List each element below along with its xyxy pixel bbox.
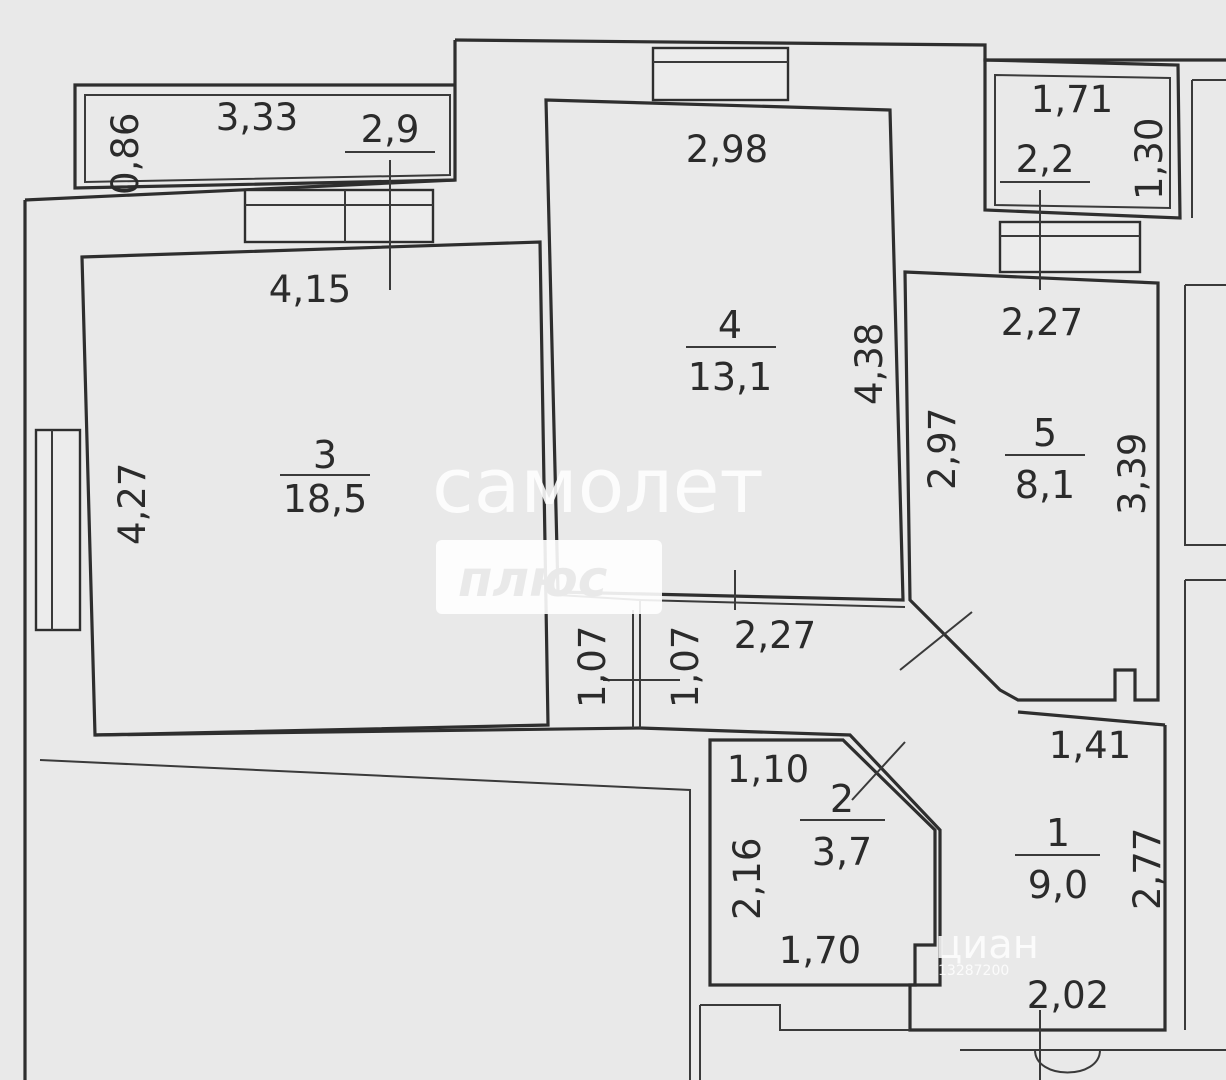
dim-room3-depth: 4,27 — [111, 463, 154, 545]
dim-loggia-area: 2,9 — [361, 108, 420, 151]
dim-bath-bottom: 1,70 — [779, 929, 861, 972]
dim-loggia-length: 3,33 — [216, 96, 298, 139]
window-room4-top — [651, 46, 790, 102]
dim-balcony-area: 2,2 — [1016, 138, 1075, 181]
room-4-number: 4 — [718, 303, 742, 347]
dim-room5-depth-right: 3,39 — [1111, 433, 1154, 515]
room-2-label: 2 3,7 — [800, 777, 885, 874]
room-2-number: 2 — [830, 777, 854, 821]
watermark: самолет плюс — [432, 441, 764, 614]
dim-hall-depth: 2,77 — [1126, 828, 1169, 910]
dim-balcony-depth: 1,30 — [1128, 118, 1171, 200]
dim-room3-width: 4,15 — [269, 268, 351, 311]
dim-room4-depth: 4,38 — [848, 323, 891, 405]
dim-loggia-depth: 0,86 — [104, 113, 147, 195]
cian-logo: циан — [935, 922, 1039, 968]
room-1-label: 1 9,0 — [1015, 811, 1100, 907]
room-1-area: 9,0 — [1028, 863, 1088, 907]
dim-bath-left: 2,16 — [726, 838, 769, 920]
windows — [34, 46, 1142, 632]
window-room3-top — [243, 188, 435, 244]
room-5-number: 5 — [1033, 411, 1057, 455]
dimension-labels: 0,86 3,33 2,9 4,15 4,27 2,98 4,38 2,27 2… — [104, 78, 1171, 1017]
room-5-label: 5 8,1 — [1005, 411, 1085, 507]
watermark-line2: плюс — [458, 550, 608, 608]
room-3-label: 3 18,5 — [280, 433, 370, 521]
window-room3-left — [34, 428, 82, 632]
room-4-area: 13,1 — [688, 355, 773, 399]
dim-hall-width-bottom: 2,02 — [1027, 974, 1109, 1017]
dim-room5-depth-left: 2,97 — [921, 408, 964, 490]
watermark-line1: самолет — [432, 441, 764, 530]
window-room5-top — [998, 220, 1142, 274]
room-3-area: 18,5 — [283, 477, 368, 521]
dim-room4-width: 2,98 — [686, 128, 768, 171]
door-marks — [389, 160, 1041, 1080]
watermark-box — [436, 540, 662, 614]
room-3-number: 3 — [313, 433, 337, 477]
cian-watermark: циан 13287200 — [935, 922, 1039, 979]
cian-id: 13287200 — [938, 963, 1009, 979]
dim-bath-top: 1,10 — [727, 748, 809, 791]
walls — [23, 38, 1226, 1080]
dim-room5-width: 2,27 — [1001, 301, 1083, 344]
room-2-area: 3,7 — [812, 830, 872, 874]
dim-passage-left: 1,07 — [571, 626, 614, 708]
dim-hall-width-top: 1,41 — [1049, 724, 1131, 767]
room-5-area: 8,1 — [1015, 463, 1075, 507]
dim-corridor-width: 2,27 — [734, 614, 816, 657]
dim-balcony-length: 1,71 — [1031, 78, 1113, 121]
room-4-label: 4 13,1 — [686, 303, 776, 399]
room-1-number: 1 — [1046, 811, 1070, 855]
dim-passage-right: 1,07 — [664, 626, 707, 708]
